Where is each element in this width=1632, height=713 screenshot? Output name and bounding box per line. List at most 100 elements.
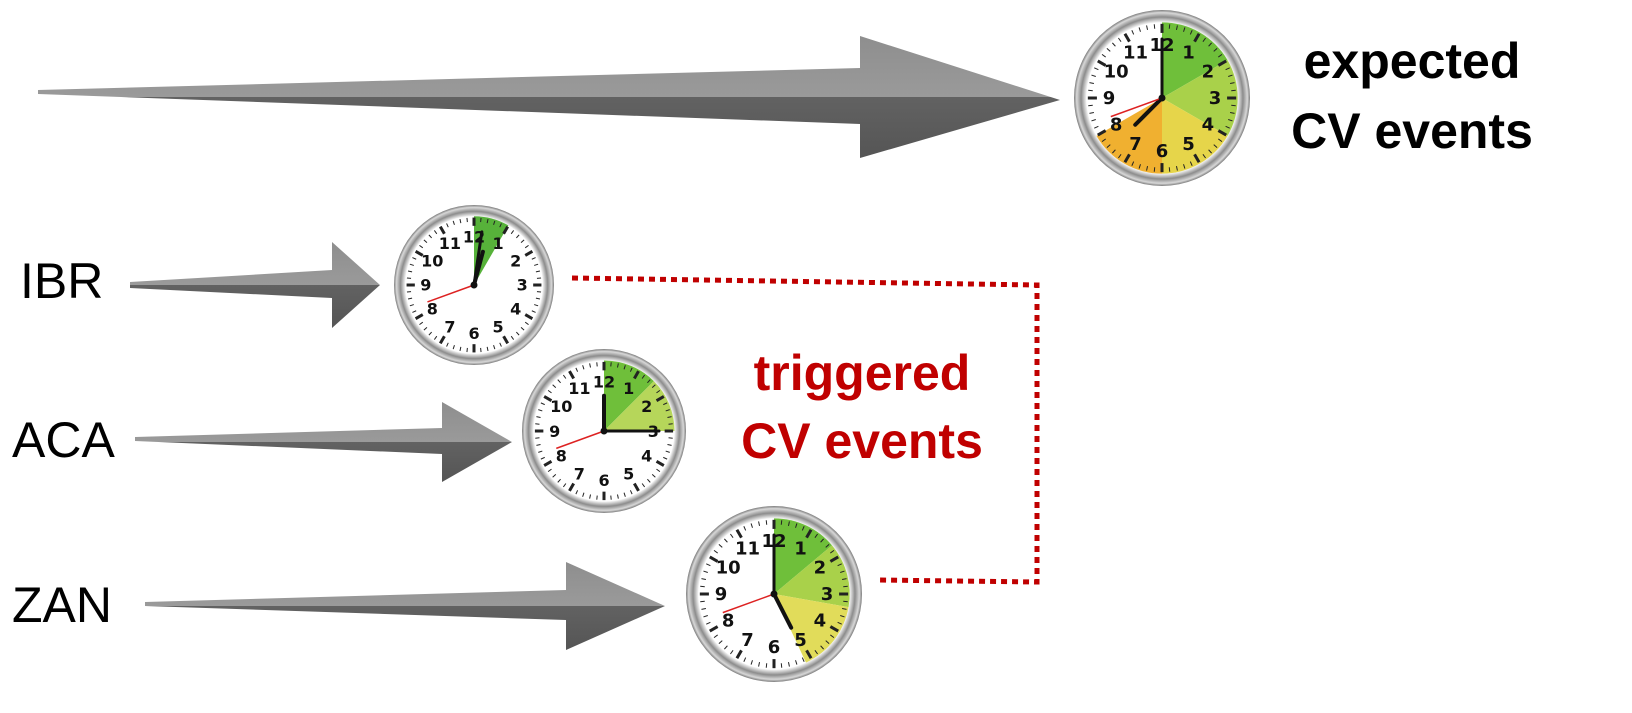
clock-tick	[486, 218, 489, 224]
clock-tick	[1123, 153, 1131, 163]
clock-tick	[1112, 149, 1116, 154]
clock-tick	[1218, 138, 1223, 142]
clock-numeral: 11	[439, 234, 461, 253]
clock-tick	[724, 538, 728, 543]
clock-second-hand	[1110, 97, 1163, 118]
clock-numeral: 9	[420, 276, 431, 295]
clock-numeral: 11	[1123, 42, 1148, 63]
clock-tick	[801, 657, 805, 662]
clock-tick	[616, 494, 619, 499]
clock-numeral: 8	[427, 300, 438, 319]
clock-tick	[713, 634, 718, 638]
clock-numeral: 5	[493, 317, 504, 336]
clock-numeral: 4	[814, 611, 827, 632]
clock-tick	[557, 478, 561, 483]
clock-tick	[552, 474, 557, 478]
clock-tick	[787, 662, 790, 667]
clock-numeral: 2	[814, 558, 827, 579]
clock-tick	[1208, 42, 1212, 47]
clock-tick	[524, 249, 534, 257]
triggered-line1: triggered	[754, 345, 971, 401]
clock-tick	[820, 645, 824, 650]
clock-numeral: 1	[623, 379, 634, 398]
clock-tick	[493, 345, 496, 350]
clock-tick	[1091, 119, 1096, 122]
clock-numeral: 3	[517, 276, 528, 295]
clock-tick	[1097, 59, 1107, 67]
clock-tick	[830, 634, 835, 638]
clock-numeral: 6	[768, 637, 781, 658]
clock-numeral: 5	[794, 630, 807, 651]
clock-center	[1158, 94, 1166, 102]
clock-tick	[535, 270, 541, 273]
clock-tick	[701, 607, 706, 610]
clock-tick	[412, 257, 417, 260]
clock-tick	[820, 538, 824, 543]
clock-tick	[419, 321, 424, 326]
clock-tick	[538, 450, 543, 453]
clock-tick	[805, 649, 813, 659]
clock-tick	[743, 657, 747, 662]
clock-tick	[1225, 125, 1230, 129]
clock-numeral: 3	[821, 584, 834, 605]
clock-numeral: 2	[510, 252, 521, 271]
long-arrow	[38, 36, 1060, 158]
clock-numeral: 10	[550, 397, 572, 416]
clock-tick	[1094, 125, 1099, 129]
clock-numeral: 9	[715, 584, 728, 605]
clock-tick	[568, 482, 575, 492]
clock-tick	[412, 310, 417, 313]
clock-tick	[536, 443, 541, 446]
clock-center	[600, 427, 608, 435]
clock-tick	[795, 523, 798, 528]
clock-tick	[540, 456, 545, 460]
clock-numeral: 7	[574, 464, 585, 483]
clock-tick	[1213, 48, 1218, 52]
clock-tick	[423, 326, 428, 331]
clock-tick	[840, 615, 845, 618]
clock-numeral: 1	[794, 538, 807, 559]
clock-tick	[1101, 138, 1106, 142]
clock-tick	[1217, 59, 1227, 67]
clock-tick	[1138, 164, 1141, 169]
clock-wedge	[604, 360, 654, 431]
clock-numeral: 10	[1104, 62, 1129, 83]
clock-tick	[547, 468, 552, 473]
clock-tick	[842, 607, 847, 610]
clock-tick	[515, 331, 520, 336]
clock-tick	[701, 578, 706, 581]
clock-tick	[837, 621, 842, 625]
clock-wedge	[1162, 60, 1238, 136]
clock-tick	[665, 409, 670, 412]
clock-numeral: 4	[641, 446, 652, 465]
clock-tick	[629, 367, 633, 372]
clock-numeral: 1	[1182, 42, 1195, 63]
clock-tick	[433, 230, 438, 235]
clock-tick	[575, 490, 579, 495]
clock-tick	[520, 326, 525, 331]
clock-second-hand	[427, 284, 475, 303]
clock-tick	[703, 570, 708, 573]
expected-line1: expected	[1304, 33, 1521, 89]
clock-tick	[655, 395, 665, 402]
clock-numeral: 11	[568, 379, 590, 398]
clock-numeral: 3	[1209, 88, 1222, 109]
clock-numeral: 8	[1110, 115, 1123, 136]
triggered-connector	[571, 275, 1040, 585]
clock-numeral: 7	[444, 317, 455, 336]
clock-tick	[750, 523, 753, 528]
clock-tick	[1175, 25, 1178, 30]
clock-tick	[499, 342, 502, 347]
clock-numeral: 8	[722, 611, 735, 632]
clock-tick	[651, 384, 656, 388]
clock-wedge	[774, 594, 849, 663]
clock-tick	[713, 550, 718, 554]
clock-tick	[665, 450, 670, 453]
clock-numeral: 9	[549, 422, 560, 441]
clock-tick	[1193, 153, 1201, 163]
clock-tick	[502, 335, 510, 345]
clock-tick	[1138, 27, 1141, 32]
